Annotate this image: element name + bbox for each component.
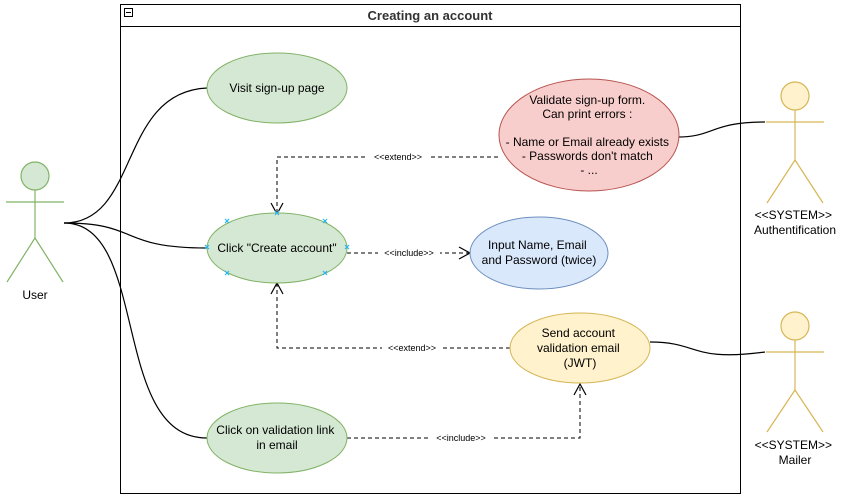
actor-authentification[interactable]: <<SYSTEM>> Authentification	[754, 81, 836, 237]
actor-mailer-label: Mailer	[779, 453, 812, 467]
include-bottom-line	[347, 382, 587, 439]
clicklink-line-1: Click on validation link	[216, 423, 335, 437]
svg-text:Validate sign-up form. C: Validate sign-up form. Can print errors …	[506, 93, 673, 177]
send-line-1: Send account	[542, 326, 616, 340]
extend-bottom-label: <<extend>>	[388, 343, 436, 353]
include-mid-label: <<include>>	[384, 248, 434, 258]
actor-user[interactable]: User	[6, 161, 64, 302]
mailer-stick-figure-icon	[766, 311, 824, 433]
svg-text:Send account validation: Send account validation email (JWT)	[537, 326, 623, 370]
collapse-icon[interactable]	[124, 8, 133, 17]
svg-text:Input Name, Email and Pa: Input Name, Email and Password (twice)	[482, 238, 597, 267]
actor-auth-stereotype: <<SYSTEM>>	[755, 208, 832, 222]
send-line-2: validation email	[537, 341, 620, 355]
link-user-create	[63, 222, 208, 249]
validate-line-5: - Passwords don't match	[522, 149, 653, 163]
user-stick-figure-icon	[6, 161, 64, 283]
input-line-2: and Password (twice)	[482, 253, 597, 267]
selection-handles[interactable]	[204, 210, 350, 276]
relation-labels: <<extend>> <<include>> <<extend>> <<incl…	[368, 151, 492, 444]
input-line-1: Input Name, Email	[488, 238, 587, 252]
usecase-validate-form[interactable]: Validate sign-up form. Can print errors …	[498, 78, 680, 192]
send-line-3: (JWT)	[564, 356, 597, 370]
link-user-clicklink	[63, 222, 208, 439]
validate-line-4: - Name or Email already exists	[506, 135, 669, 149]
actor-auth-label: Authentification	[754, 223, 836, 237]
actor-links	[63, 87, 766, 439]
frame-title: Creating an account	[368, 8, 494, 23]
usecase-input[interactable]: Input Name, Email and Password (twice)	[469, 216, 609, 290]
include-bottom-label: <<include>>	[436, 433, 486, 443]
validate-line-1: Validate sign-up form.	[529, 93, 645, 107]
link-auth-validate	[676, 121, 766, 138]
svg-text:Click "Create account": Click "Create account"	[217, 241, 336, 255]
usecase-visit[interactable]: Visit sign-up page	[206, 52, 348, 124]
usecase-create-line-1: Click "Create account"	[217, 241, 336, 255]
clicklink-line-2: in email	[256, 438, 297, 452]
extend-top-label: <<extend>>	[374, 152, 422, 162]
svg-text:<<SYSTEM>> Mailer: <<SYSTEM>> Mailer	[755, 438, 836, 467]
usecase-send-email[interactable]: Send account validation email (JWT)	[509, 312, 651, 384]
svg-text:Click on validation link: Click on validation link in email	[216, 423, 337, 452]
usecase-create-account[interactable]: Click "Create account"	[204, 210, 350, 284]
auth-stick-figure-icon	[766, 81, 824, 204]
actor-user-label: User	[22, 288, 47, 302]
validate-line-2: Can print errors :	[542, 107, 632, 121]
link-user-visit	[63, 87, 208, 224]
actor-mailer-stereotype: <<SYSTEM>>	[755, 438, 832, 452]
actor-mailer[interactable]: <<SYSTEM>> Mailer	[755, 311, 836, 467]
validate-line-6: - ...	[580, 163, 597, 177]
link-mailer-send	[649, 341, 766, 356]
usecase-visit-line-1: Visit sign-up page	[229, 81, 325, 95]
svg-text:<<SYSTEM>> Authentificat: <<SYSTEM>> Authentification	[754, 208, 836, 237]
usecase-click-link[interactable]: Click on validation link in email	[206, 402, 348, 474]
svg-text:Visit sign-up page: Visit sign-up page	[229, 81, 325, 95]
